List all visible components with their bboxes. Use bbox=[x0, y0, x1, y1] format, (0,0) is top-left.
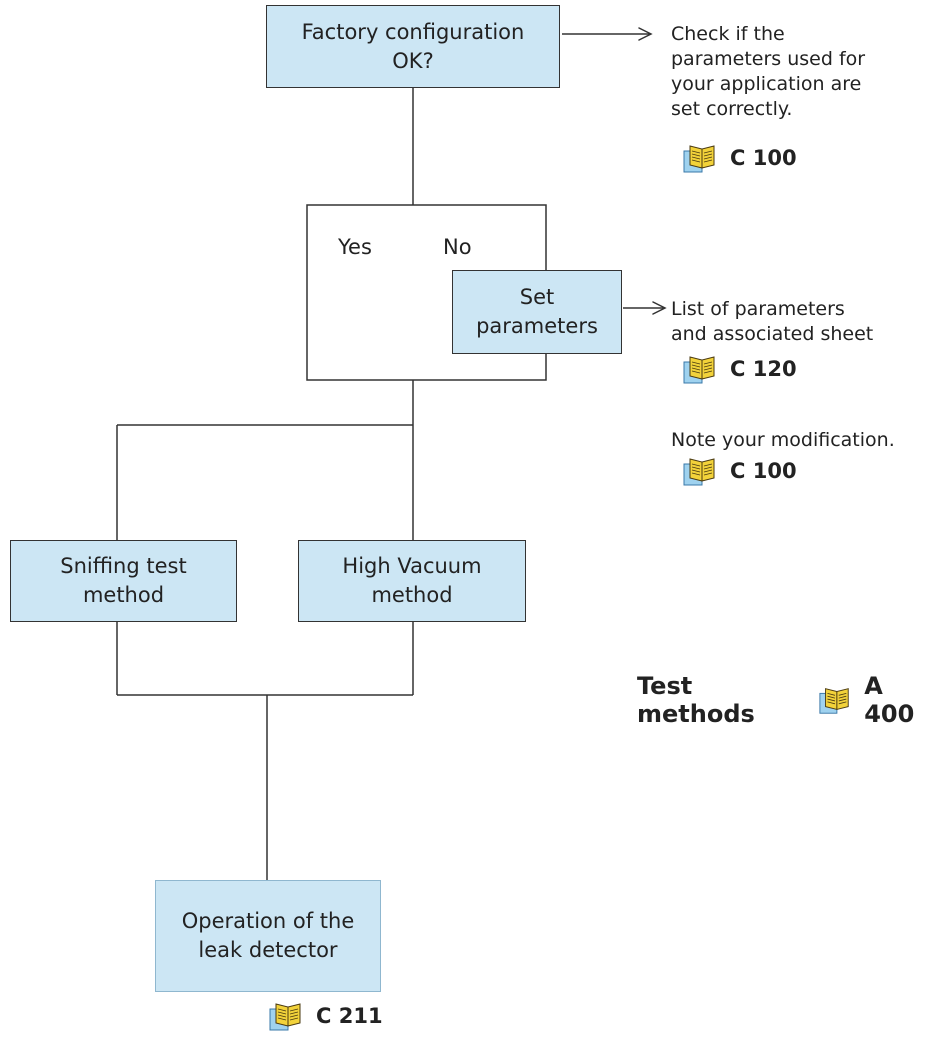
reference-code: C 100 bbox=[730, 146, 797, 170]
reference-code: C 211 bbox=[316, 1004, 383, 1028]
factory-config-box: Factory configuration OK? bbox=[266, 5, 560, 88]
reference-code: C 120 bbox=[730, 357, 797, 381]
book-icon bbox=[819, 688, 850, 714]
reference-code: C 100 bbox=[730, 459, 797, 483]
sniffing-method-box: Sniffing test method bbox=[10, 540, 237, 622]
book-icon bbox=[683, 356, 715, 384]
operation-box: Operation of the leak detector bbox=[155, 880, 381, 992]
book-icon bbox=[269, 1003, 301, 1031]
reference-c100-b: C 100 bbox=[682, 455, 797, 487]
high-vacuum-method-label: High Vacuum method bbox=[342, 554, 482, 607]
book-icon bbox=[683, 145, 715, 173]
factory-config-label: Factory configuration OK? bbox=[301, 19, 525, 73]
reference-c100-a: C 100 bbox=[682, 142, 797, 174]
check-parameters-note: Check if the parameters used for your ap… bbox=[671, 23, 866, 120]
set-parameters-label: Set parameters bbox=[476, 285, 598, 338]
parameters-list-note: List of parameters and associated sheet bbox=[671, 298, 874, 345]
test-methods-reference: Test methods A 400 bbox=[637, 672, 937, 728]
operation-label: Operation of the leak detector bbox=[181, 909, 355, 962]
reference-c211: C 211 bbox=[268, 1000, 383, 1032]
reference-c120: C 120 bbox=[682, 353, 797, 385]
no-label: No bbox=[443, 235, 472, 259]
set-parameters-box: Set parameters bbox=[452, 270, 622, 354]
book-icon bbox=[683, 458, 715, 486]
high-vacuum-method-box: High Vacuum method bbox=[298, 540, 526, 622]
yes-label: Yes bbox=[338, 235, 372, 259]
note-modification: Note your modification. bbox=[671, 429, 895, 451]
test-methods-label: Test methods bbox=[637, 672, 755, 728]
reference-code: A 400 bbox=[864, 672, 915, 728]
sniffing-method-label: Sniffing test method bbox=[60, 554, 187, 607]
